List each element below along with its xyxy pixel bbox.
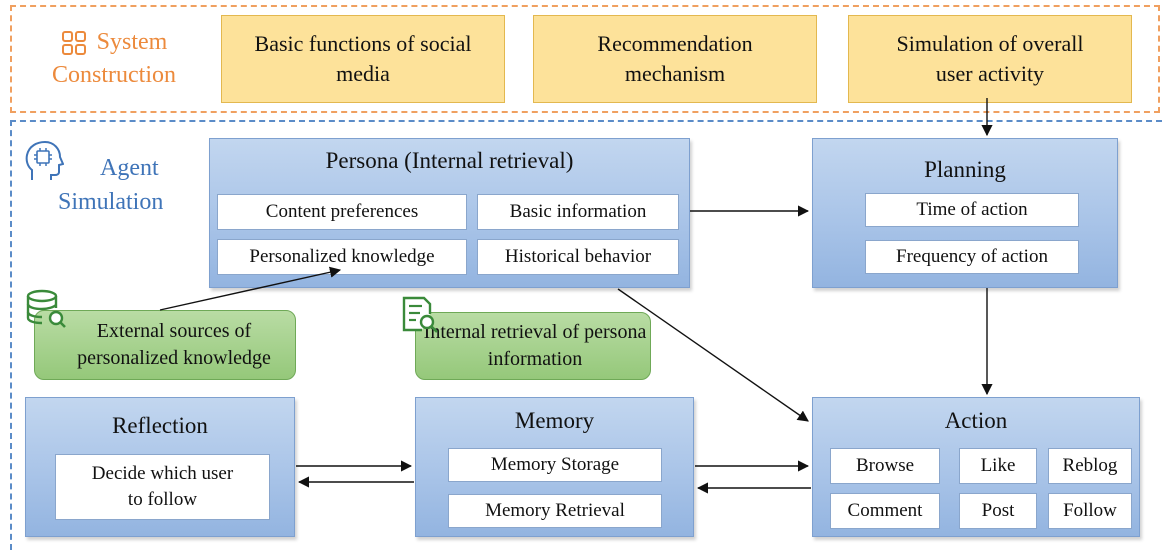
reflection-box: Reflection Decide which user to follow [25, 397, 295, 537]
like-text: Like [980, 455, 1016, 476]
internal-retrieval-box: Internal retrieval of persona informatio… [415, 312, 651, 380]
memory-storage-text: Memory Storage [490, 454, 620, 475]
system-construction-frame [10, 5, 1160, 113]
content-preferences-text: Content preferences [265, 201, 419, 222]
recommendation-box: Recommendation mechanism [533, 15, 817, 103]
action-title: Action [944, 408, 1008, 433]
basic-information-text: Basic information [509, 201, 647, 222]
overall-activity-text: Simulation of overall user activity [896, 31, 1084, 86]
planning-item-time: Time of action [865, 193, 1079, 227]
agent-simulation-label: Agent Simulation [20, 140, 200, 220]
persona-box: Persona (Internal retrieval) Content pre… [209, 138, 690, 288]
action-item-follow: Follow [1048, 493, 1132, 529]
database-search-icon [26, 289, 66, 328]
agent-simulation-frame [10, 120, 1162, 550]
action-item-browse: Browse [830, 448, 940, 484]
planning-title: Planning [924, 157, 1006, 182]
historical-behavior-text: Historical behavior [504, 246, 652, 267]
persona-item-content-preferences: Content preferences [217, 194, 467, 230]
recommendation-text: Recommendation mechanism [597, 31, 753, 86]
internal-retrieval-text: Internal retrieval of persona informatio… [423, 321, 647, 370]
system-label-line2: Construction [52, 62, 176, 88]
external-sources-text: External sources of personalized knowled… [77, 320, 271, 369]
follow-text: Follow [1063, 500, 1117, 521]
grid-icon [61, 30, 86, 55]
persona-title: Persona (Internal retrieval) [325, 148, 574, 173]
persona-item-personalized-knowledge: Personalized knowledge [217, 239, 467, 275]
persona-item-historical-behavior: Historical behavior [477, 239, 679, 275]
action-item-reblog: Reblog [1048, 448, 1132, 484]
personalized-knowledge-text: Personalized knowledge [249, 246, 435, 267]
memory-box: Memory Memory Storage Memory Retrieval [415, 397, 694, 537]
basic-functions-box: Basic functions of social media [221, 15, 505, 103]
action-box: Action Browse Like Reblog Comment Post F… [812, 397, 1140, 537]
persona-item-basic-information: Basic information [477, 194, 679, 230]
reblog-text: Reblog [1062, 455, 1118, 476]
external-sources-box: External sources of personalized knowled… [34, 310, 296, 380]
planning-item-frequency: Frequency of action [865, 240, 1079, 274]
system-label-line1: System [96, 29, 168, 55]
memory-retrieval-text: Memory Retrieval [485, 500, 625, 521]
ai-head-icon [25, 140, 64, 180]
memory-item-retrieval: Memory Retrieval [448, 494, 662, 528]
time-of-action-text: Time of action [916, 199, 1028, 220]
document-search-icon [402, 296, 438, 333]
browse-text: Browse [855, 455, 915, 476]
system-construction-label: System Construction [24, 26, 204, 92]
agent-label-line1: Agent [100, 155, 159, 181]
agent-label-line2: Simulation [58, 189, 164, 215]
action-item-post: Post [959, 493, 1037, 529]
reflection-item-decide-follow: Decide which user to follow [55, 454, 270, 520]
comment-text: Comment [847, 500, 923, 521]
post-text: Post [981, 500, 1015, 521]
reflection-title: Reflection [112, 413, 208, 438]
action-item-like: Like [959, 448, 1037, 484]
planning-box: Planning Time of action Frequency of act… [812, 138, 1118, 288]
decide-follow-text: Decide which user to follow [91, 463, 234, 510]
frequency-of-action-text: Frequency of action [896, 246, 1048, 267]
overall-activity-box: Simulation of overall user activity [848, 15, 1132, 103]
memory-title: Memory [514, 408, 595, 433]
memory-item-storage: Memory Storage [448, 448, 662, 482]
action-item-comment: Comment [830, 493, 940, 529]
basic-functions-text: Basic functions of social media [254, 31, 472, 86]
